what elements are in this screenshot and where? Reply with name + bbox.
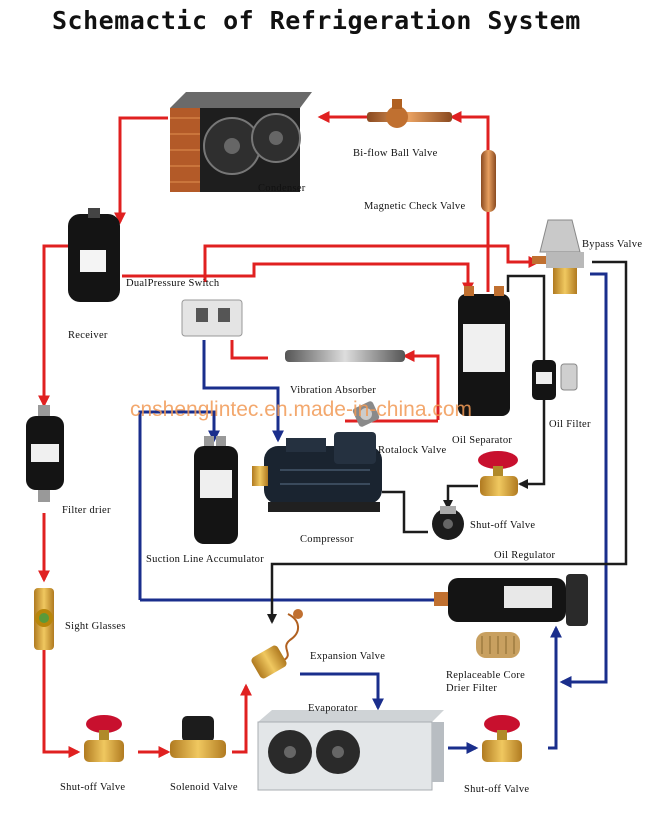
label-magnetic-check-valve: Magnetic Check Valve (364, 201, 466, 212)
label-shutoff-valve-left: Shut-off Valve (60, 782, 126, 793)
label-condenser: Condenser (258, 183, 306, 194)
line-switch-to-separator (122, 262, 474, 295)
line-condenser-to-receiver (114, 116, 168, 225)
label-oil-separator: Oil Separator (452, 435, 513, 446)
oil-separator (458, 286, 510, 416)
line-switch-to-absorber (230, 340, 268, 360)
line-regulator-to-compressor (382, 490, 428, 534)
low-pressure-lines (138, 272, 608, 754)
label-sight-glasses: Sight Glasses (65, 621, 126, 632)
receiver (68, 208, 120, 302)
line-separator-to-bypass (203, 244, 541, 282)
suction-line-accumulator (194, 436, 238, 544)
oil-regulator (432, 506, 464, 540)
line-receiver-to-filterdrier (38, 244, 68, 408)
label-bypass-valve: Bypass Valve (582, 239, 643, 250)
rotalock-valve (352, 401, 380, 427)
label-oil-filter: Oil Filter (549, 419, 591, 430)
label-receiver: Receiver (68, 330, 108, 341)
solenoid-valve (170, 716, 226, 758)
label-solenoid-valve: Solenoid Valve (170, 782, 238, 793)
line-checkvalve-up (449, 111, 490, 292)
line-shutoff-to-regulator (443, 484, 478, 510)
shutoff-valve-right (482, 715, 522, 762)
line-shutoff-to-drier (548, 625, 562, 750)
shutoff-valve-left (84, 715, 124, 762)
label-biflow-ball-valve: Bi-flow Ball Valve (353, 148, 438, 159)
label-vibration-absorber: Vibration Absorber (290, 385, 377, 396)
line-sightglass-to-shutoff (42, 650, 81, 758)
filter-drier (26, 405, 64, 502)
shutoff-valve-oil (478, 451, 518, 496)
expansion-valve (251, 609, 303, 679)
dual-pressure-switch (181, 299, 243, 337)
line-solenoid-to-expansion (232, 683, 252, 754)
label-oil-regulator: Oil Regulator (494, 550, 556, 561)
biflow-ball-valve (367, 99, 452, 128)
label-filter-drier: Filter drier (62, 505, 111, 516)
label-shutoff-valve-oil: Shut-off Valve (470, 520, 536, 531)
page-title: Schemactic of Refrigeration System (52, 6, 581, 35)
condenser-unit (170, 92, 312, 192)
line-bypass-to-expansion (267, 260, 628, 624)
line-separator-to-oilfilter (506, 274, 546, 360)
line-switch-low (202, 340, 284, 443)
line-oilfilter-to-shutoff (518, 400, 546, 489)
condenser-housing (170, 92, 312, 108)
label-shutoff-valve-right: Shut-off Valve (464, 784, 530, 795)
bypass-valve (532, 219, 584, 294)
label-suction-line-accumulator: Suction Line Accumulator (146, 554, 265, 565)
compressor (252, 432, 382, 512)
line-bypass-down (559, 272, 608, 688)
high-pressure-lines (38, 111, 541, 758)
label-evaporator: Evaporator (308, 703, 358, 714)
replaceable-core-drier-filter (434, 574, 588, 658)
label-rotalock-valve: Rotalock Valve (378, 445, 447, 456)
label-expansion-valve: Expansion Valve (310, 651, 386, 662)
evaporator-unit (257, 710, 444, 791)
line-accumulator-to-compressor (138, 410, 220, 600)
sight-glass (34, 588, 54, 650)
line-expansion-to-evaporator (300, 672, 384, 711)
line-absorber-in (402, 350, 440, 420)
label-replaceable-core: Replaceable Core (446, 670, 526, 681)
oil-filter (532, 360, 578, 400)
label-compressor: Compressor (300, 534, 354, 545)
vibration-absorber (285, 350, 405, 362)
watermark: cnshenglintec.en.made-in-china.com (130, 398, 473, 421)
magnetic-check-valve (481, 150, 496, 212)
label-dual-pressure-switch: DualPressure Switch (126, 278, 220, 289)
label-drier-filter: Drier Filter (446, 683, 498, 694)
oil-lines (267, 260, 628, 624)
